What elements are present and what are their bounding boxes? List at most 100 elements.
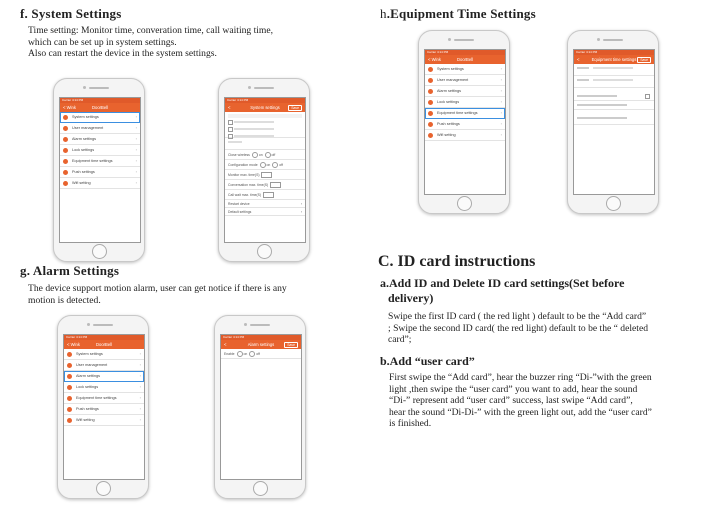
clock-icon (67, 395, 72, 401)
save-button[interactable]: Save (284, 342, 298, 348)
text-line: Swipe the first ID card ( the red light … (388, 311, 647, 322)
menu-item-lock[interactable]: Lock settings› (60, 145, 140, 156)
home-button (606, 196, 621, 211)
user-icon (63, 125, 68, 131)
back-button[interactable]: < Wink (428, 57, 441, 62)
phone-system-settings: Carrier 4:14 PM < System settings Save C… (218, 78, 310, 262)
user-icon (428, 77, 433, 83)
status-bar: Carrier 4:14 PM (64, 335, 144, 340)
chevron-right-icon: › (500, 99, 502, 104)
chevron-right-icon: › (139, 362, 141, 367)
settings-row-alarm-enable: Enable on off (221, 349, 301, 359)
chevron-right-icon: › (135, 136, 137, 141)
chevron-right-icon: › (500, 110, 502, 115)
settings-row-close-wireless: Close wireless on off (225, 150, 305, 160)
menu-item-alarm[interactable]: Alarm settings› (60, 134, 140, 145)
phone-screen: Carrier 4:14 PM < Wink DoorBell System s… (424, 49, 506, 195)
settings-row-restart[interactable]: Restart device› (225, 200, 305, 208)
chevron-right-icon: › (500, 66, 502, 71)
chevron-right-icon: › (135, 125, 137, 130)
menu-item-user[interactable]: User management› (60, 123, 140, 134)
text-line: “Di-” represent add “user card” success,… (389, 395, 633, 407)
section-h-title: h.Equipment Time Settings (380, 6, 536, 21)
phone-menu-system: Carrier 4:14 PM < Wink DoorBell System s… (53, 78, 145, 262)
settings-row-default[interactable]: Default settings› (225, 208, 305, 216)
phone-time-settings: Carrier 4:14 PM < Equipment time setting… (567, 30, 659, 214)
menu-item-lock[interactable]: Lock settings› (64, 382, 144, 393)
clock-icon (428, 110, 433, 116)
phone-screen: Carrier 4:14 PM < Wink DoorBell System s… (59, 97, 141, 243)
chevron-right-icon: › (139, 351, 141, 356)
nav-title: DoorBell (91, 105, 109, 110)
text-line: motion is detected. (28, 294, 101, 306)
menu-item-lock[interactable]: Lock settings› (425, 97, 505, 108)
menu-item-system[interactable]: System settings› (64, 349, 144, 360)
gear-icon (428, 66, 433, 72)
save-button[interactable]: Save (637, 57, 651, 63)
phone-screen: Carrier 4:14 PM < Equipment time setting… (573, 49, 655, 195)
phone-screen: Carrier 4:14 PM < Wink DoorBell System s… (63, 334, 145, 480)
menu-item-time[interactable]: Equipment time settings› (60, 156, 140, 167)
menu-item-wifi[interactable]: Wifi setting› (64, 415, 144, 426)
section-c-a-text: Swipe the first ID card ( the red light … (388, 311, 648, 346)
menu-item-time[interactable]: Equipment time settings› (64, 393, 144, 404)
settings-row (225, 138, 305, 150)
gear-icon (67, 351, 72, 357)
back-button[interactable]: < (228, 105, 231, 110)
menu-item-alarm[interactable]: Alarm settings› (425, 86, 505, 97)
chevron-right-icon: › (500, 77, 502, 82)
nav-title: Equipment time settings (591, 57, 637, 62)
alarm-icon (63, 136, 68, 142)
chevron-right-icon: › (500, 121, 502, 126)
chevron-right-icon: › (139, 395, 141, 400)
back-button[interactable]: < Wink (67, 342, 80, 347)
chevron-right-icon: › (139, 406, 141, 411)
menu-item-push[interactable]: Push settings› (64, 404, 144, 415)
menu-item-system[interactable]: System settings› (425, 64, 505, 75)
chevron-right-icon: › (135, 158, 137, 163)
text-line: Time setting: Monitor time, converation … (28, 25, 274, 36)
push-icon (428, 121, 433, 127)
chevron-right-icon: › (300, 209, 302, 214)
menu-item-wifi[interactable]: Wifi setting› (60, 178, 140, 189)
section-g-title: g. Alarm Settings (20, 263, 120, 278)
menu-item-wifi[interactable]: Wifi setting› (425, 130, 505, 141)
settings-row (574, 101, 654, 110)
save-button[interactable]: Save (288, 105, 302, 111)
nav-bar: < System settings Save (225, 103, 305, 112)
menu-item-alarm[interactable]: Alarm settings› (64, 371, 144, 382)
home-button (257, 244, 272, 259)
menu-item-user[interactable]: User management› (64, 360, 144, 371)
chevron-right-icon: › (139, 384, 141, 389)
home-button (457, 196, 472, 211)
home-button (92, 244, 107, 259)
lock-icon (63, 147, 68, 153)
menu-item-user[interactable]: User management› (425, 75, 505, 86)
text-line: hear the sound “Di-Di-” with the green l… (389, 406, 652, 418)
back-button[interactable]: < (577, 57, 580, 62)
chevron-right-icon: › (135, 180, 137, 185)
chevron-right-icon: › (300, 201, 302, 206)
home-button (253, 481, 268, 496)
nav-title: System settings (250, 105, 280, 110)
text-line: The device support motion alarm, user ca… (28, 283, 287, 294)
settings-row (574, 114, 654, 125)
chevron-right-icon: › (135, 169, 137, 174)
nav-title: DoorBell (95, 342, 113, 347)
status-bar: Carrier 4:14 PM (221, 335, 301, 340)
menu-item-system[interactable]: System settings› (60, 112, 140, 123)
chevron-right-icon: › (139, 373, 141, 378)
nav-bar: < Wink DoorBell (425, 55, 505, 64)
wifi-icon (63, 180, 68, 186)
section-c-b-title: b.Add “user card” (380, 354, 475, 368)
menu-item-push[interactable]: Push settings› (60, 167, 140, 178)
status-bar: Carrier 4:14 PM (225, 98, 305, 103)
back-button[interactable]: < (224, 342, 227, 347)
push-icon (63, 169, 68, 175)
menu-item-push[interactable]: Push settings› (425, 119, 505, 130)
nav-title: DoorBell (456, 57, 474, 62)
menu-item-time[interactable]: Equipment time settings› (425, 108, 505, 119)
user-icon (67, 362, 72, 368)
home-button (96, 481, 111, 496)
back-button[interactable]: < Wink (63, 105, 76, 110)
